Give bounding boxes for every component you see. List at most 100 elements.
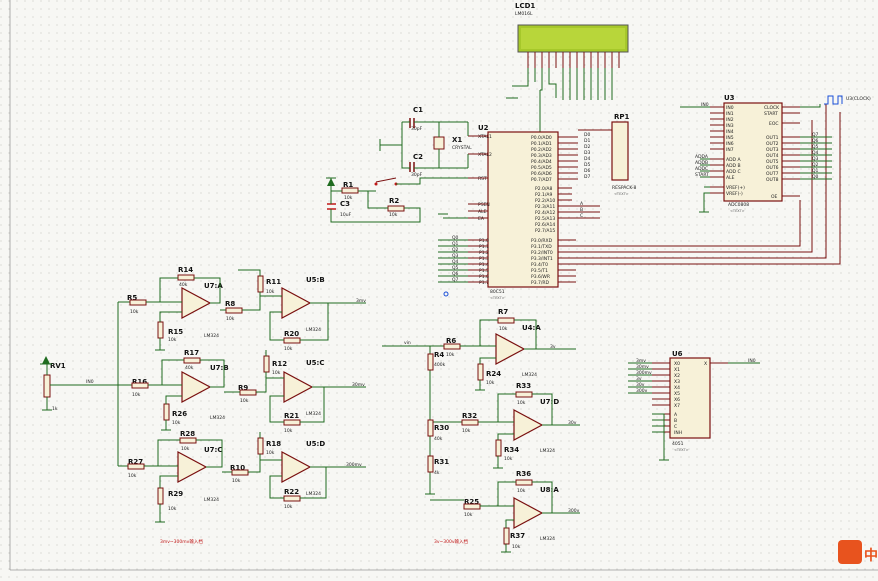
vin-net-label: vin <box>404 340 411 346</box>
amp-bank-left[interactable]: U7:A LM324 R14 40k R5 10k R15 10k U5:B L… <box>117 266 366 545</box>
svg-text:P2.1/A9: P2.1/A9 <box>535 192 552 198</box>
amp-u7b[interactable]: U7:B LM324 R17 40k R16 10k R26 10k <box>131 349 229 431</box>
svg-text:P2.5/A13: P2.5/A13 <box>535 216 555 222</box>
in0-net-label: IN0 <box>86 379 94 385</box>
c1-ref: C1 <box>413 106 423 114</box>
svg-text:X2: X2 <box>674 373 680 379</box>
mcu-80c51[interactable]: U2 80C51 <TEXT> XTAL1 XTAL2 RST PSEN ALE… <box>438 104 841 300</box>
svg-text:P1.0: P1.0 <box>479 238 489 244</box>
svg-text:300mv: 300mv <box>636 370 652 376</box>
r7-value: 10k <box>499 326 508 332</box>
r21-value: 10k <box>284 428 293 434</box>
mux-4051[interactable]: U6 4051 <TEXT> X0 X1 X2 X3 X4 X5 X6 X7 A… <box>628 350 760 461</box>
svg-text:A: A <box>580 201 584 207</box>
u6-out-net: IN0 <box>748 358 756 364</box>
r10-ref: R10 <box>230 464 245 472</box>
r5-value: 10k <box>130 309 139 315</box>
r6-body <box>443 343 461 350</box>
adc0808[interactable]: U3 ADC0808 <TEXT> IN0 IN1 IN2 IN3 IN4 IN… <box>680 94 871 213</box>
u7a-symbol <box>181 286 212 320</box>
svg-text:P0.7/AD7: P0.7/AD7 <box>531 177 552 183</box>
amp-u8a[interactable]: U8:A LM324 R36 10k R25 10k R37 10k 300v <box>463 470 580 553</box>
r15-body <box>157 321 164 339</box>
svg-text:P2.6/A14: P2.6/A14 <box>535 222 555 228</box>
u2-ref: U2 <box>478 124 489 132</box>
r21-body <box>283 419 301 426</box>
svg-text:OUT5: OUT5 <box>766 159 779 165</box>
r18-value: 10k <box>266 450 275 456</box>
net-3mv-out: 3mv <box>356 298 366 304</box>
svg-text:Q6: Q6 <box>452 271 459 277</box>
r36-body <box>515 479 533 486</box>
u3-left-pins: IN0 IN1 IN2 IN3 IN4 IN5 IN6 IN7 ADD A AD… <box>726 105 745 197</box>
r16-value: 10k <box>132 392 141 398</box>
amp-bank-middle[interactable]: vin R4 400k R30 40k R31 4k U4:A LM324 R7… <box>382 308 580 553</box>
r26-ref: R26 <box>172 410 187 418</box>
svg-text:P1.6: P1.6 <box>479 274 489 280</box>
u4a-symbol <box>495 332 526 366</box>
r5-ref: R5 <box>127 294 137 302</box>
r37-value: 10k <box>512 544 521 550</box>
amp-u5d[interactable]: U5:D LM324 R10 10k R18 10k R22 10k 300mv <box>222 432 366 510</box>
net-300mv-out: 300mv <box>346 462 362 468</box>
svg-text:VREF(-): VREF(-) <box>726 191 743 197</box>
svg-text:INH: INH <box>674 430 682 436</box>
amp-u4a[interactable]: U4:A LM324 R7 10k R6 10k R24 10k 3v <box>443 308 576 391</box>
r37-body <box>503 527 510 545</box>
rv1-value: 1k <box>52 406 58 412</box>
svg-text:D1: D1 <box>584 138 590 144</box>
r15-ref: R15 <box>168 328 183 336</box>
potentiometer-rv1[interactable]: RV1 1k IN0 <box>40 356 118 412</box>
svg-text:P2.7/A15: P2.7/A15 <box>535 228 555 234</box>
resistor-pack-rp1[interactable]: RP1 RESPACK-8 <TEXT> <box>611 113 636 196</box>
u7c-model: LM324 <box>204 497 219 503</box>
svg-text:Q7: Q7 <box>812 132 819 138</box>
svg-text:X3: X3 <box>674 379 680 385</box>
amp-u5b[interactable]: U5:B LM324 R8 10k R11 10k R20 10k 3mv <box>220 269 366 352</box>
rv1-ref: RV1 <box>50 362 66 370</box>
r7-ref: R7 <box>498 308 508 316</box>
amp-u7d[interactable]: U7:D LM324 R33 10k R32 10k R34 10k 30v <box>461 382 580 469</box>
crystal-model: CRYSTAL <box>452 145 472 151</box>
ime-logo-icon <box>838 540 862 564</box>
u7a-ref: U7:A <box>204 282 223 290</box>
u3-text: <TEXT> <box>730 209 745 213</box>
svg-text:Q1: Q1 <box>452 241 459 247</box>
svg-text:EOC: EOC <box>769 121 779 127</box>
u3-body <box>723 102 783 202</box>
u2-pin-ale: ALE <box>478 209 487 215</box>
svg-text:P1.2: P1.2 <box>479 250 489 256</box>
r2-ref: R2 <box>389 197 399 205</box>
svg-text:OUT8: OUT8 <box>766 177 779 183</box>
amp-u7c[interactable]: U7:C LM324 R28 10k R27 10k R29 10k <box>127 430 223 523</box>
r26-value: 10k <box>172 420 181 426</box>
r22-ref: R22 <box>284 488 299 496</box>
svg-text:A: A <box>674 412 678 418</box>
r4-value: 400k <box>434 362 446 368</box>
svg-text:3v: 3v <box>636 376 642 382</box>
reset-circuit[interactable]: R1 10k R2 10k C3 10uF <box>326 177 468 223</box>
svg-text:P3.1/TXD: P3.1/TXD <box>531 244 552 250</box>
r11-ref: R11 <box>266 278 281 286</box>
r7-body <box>497 317 515 324</box>
svg-text:Q6: Q6 <box>812 138 819 144</box>
svg-text:P2.2/A10: P2.2/A10 <box>535 198 555 204</box>
r31-body <box>427 455 434 473</box>
svg-text:P2.3/A11: P2.3/A11 <box>535 204 555 210</box>
r4-ref: R4 <box>434 351 444 359</box>
svg-text:P1.1: P1.1 <box>479 244 489 250</box>
amp-u7a[interactable]: U7:A LM324 R14 40k R5 10k R15 10k <box>127 266 223 351</box>
svg-text:Q5: Q5 <box>452 265 459 271</box>
svg-text:P3.4/T0: P3.4/T0 <box>531 262 548 268</box>
svg-text:D6: D6 <box>584 168 590 174</box>
r6-value: 10k <box>446 352 455 358</box>
amp-u5c[interactable]: U5:C LM324 R9 10k R12 10k R21 10k 30mv <box>224 350 366 434</box>
r14-body <box>177 274 195 281</box>
svg-text:ADDA: ADDA <box>695 154 709 160</box>
u2-port0: P0.0/AD0 P0.1/AD1 P0.2/AD2 P0.3/AD3 P0.4… <box>531 135 552 183</box>
lcd-display[interactable]: LCD1 LM016L <box>506 2 629 132</box>
oscillator-circuit[interactable]: C1 30pF C2 30pF X1 CRYSTAL <box>379 106 472 178</box>
svg-text:IN7: IN7 <box>726 147 734 153</box>
r33-value: 10k <box>517 400 526 406</box>
